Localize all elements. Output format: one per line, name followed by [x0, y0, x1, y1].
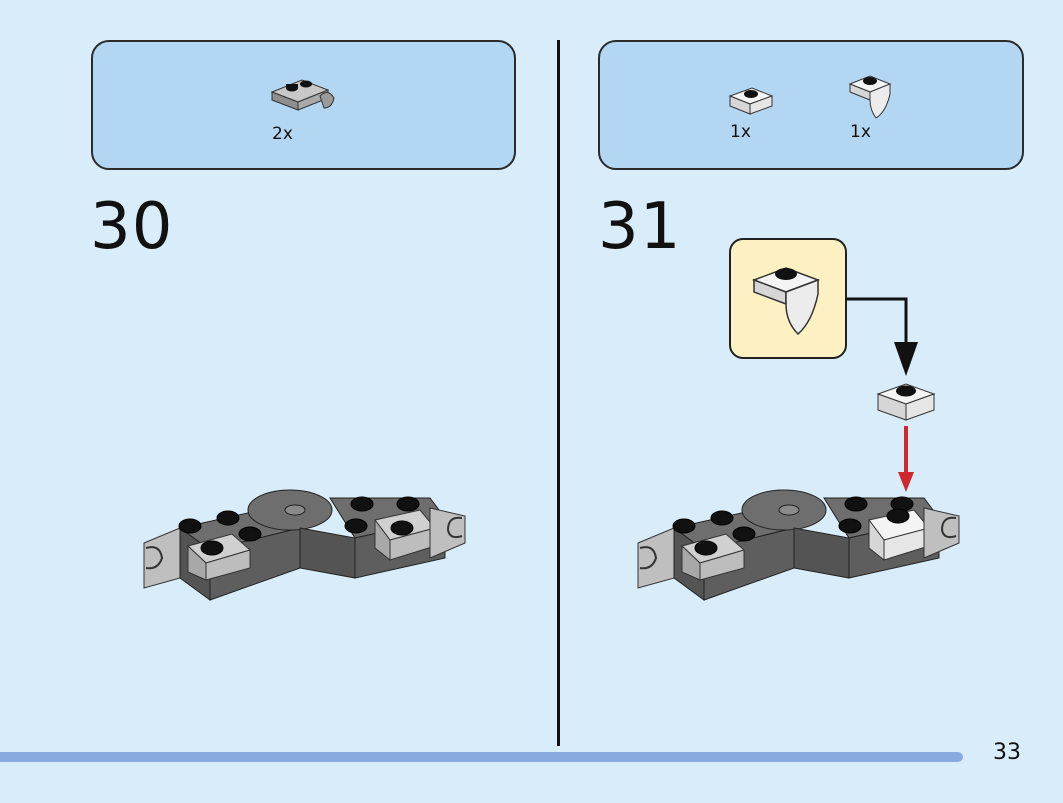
white-curved-slope-icon — [751, 267, 821, 336]
gray-clip-plate-icon — [270, 79, 335, 111]
part-qty: 1x — [730, 122, 751, 142]
step-number: 31 — [598, 190, 682, 264]
white-plate-1x1-icon — [876, 383, 936, 421]
white-plate-1x1-icon — [728, 87, 774, 115]
page-number: 33 — [993, 740, 1021, 765]
step-number: 30 — [90, 190, 174, 264]
assembly-step-31-model — [637, 489, 960, 601]
step-divider — [557, 40, 560, 746]
attach-arrow — [846, 297, 918, 376]
insert-arrow — [898, 426, 914, 492]
part-qty: 1x — [850, 122, 871, 142]
parts-list-step-31 — [598, 40, 1024, 170]
assembly-step-30-model — [143, 489, 466, 601]
white-curved-slope-icon — [848, 75, 892, 119]
part-qty: 2x — [272, 124, 293, 144]
progress-bar — [0, 752, 963, 762]
